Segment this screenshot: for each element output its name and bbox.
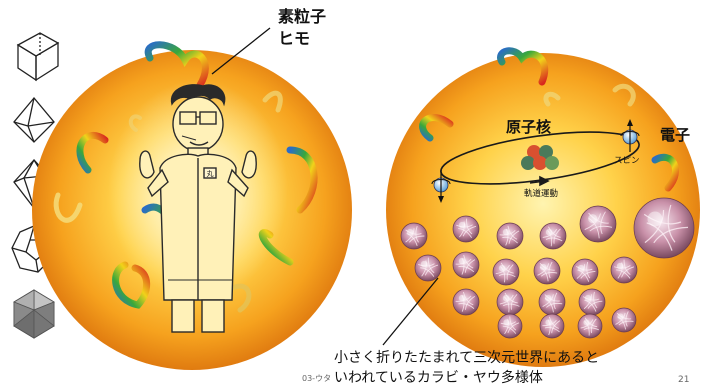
calabi-yau-manifold-grid	[400, 197, 695, 339]
spin-label: スピン	[614, 156, 640, 166]
calabi-yau-manifold	[452, 251, 480, 279]
caption-line-2: いわれているカラビ・ヤウ多様体	[334, 369, 543, 386]
svg-text:丸: 丸	[207, 169, 214, 178]
icosahedron-icon	[13, 289, 55, 339]
right-sphere	[382, 47, 700, 367]
nucleus-icon	[521, 145, 559, 170]
calabi-yau-manifold	[533, 257, 561, 285]
electron-label: 電子	[660, 126, 690, 144]
calabi-yau-manifold	[579, 205, 617, 243]
calabi-yau-manifold	[400, 222, 428, 250]
calabi-yau-manifold	[538, 288, 566, 316]
caption-line-1: 小さく折りたたまれて三次元世界にあると	[334, 350, 599, 366]
calabi-yau-manifold	[452, 288, 480, 316]
electron-left-icon	[431, 170, 451, 203]
left-sphere: 丸	[32, 27, 352, 370]
calabi-yau-manifold	[577, 313, 603, 339]
polyhedra-column	[11, 32, 60, 339]
octahedron-icon	[13, 96, 55, 143]
scientist-figure: 丸	[139, 84, 257, 333]
calabi-yau-manifold	[452, 215, 480, 243]
string-loops-right	[419, 47, 679, 192]
orbit-label: 軌道運動	[524, 188, 558, 199]
calabi-yau-manifold	[539, 313, 565, 339]
calabi-yau-manifold	[611, 307, 637, 333]
string-label: ヒモ	[278, 29, 310, 48]
nucleus-label: 原子核	[506, 118, 551, 136]
caption-pointer-line	[382, 277, 439, 346]
calabi-yau-manifold	[414, 254, 442, 282]
calabi-yau-manifold	[492, 258, 520, 286]
electron-right-icon	[620, 119, 640, 152]
cube-icon	[16, 32, 60, 82]
footer-left-text: 03-ウタ	[302, 374, 331, 383]
calabi-yau-manifold	[633, 197, 695, 259]
page-number: 21	[678, 375, 689, 385]
calabi-yau-manifold	[610, 256, 638, 284]
particle-pointer-line	[211, 27, 271, 75]
calabi-yau-manifold	[539, 222, 567, 250]
calabi-yau-manifold	[578, 288, 606, 316]
calabi-yau-manifold	[571, 258, 599, 286]
calabi-yau-manifold	[496, 288, 524, 316]
calabi-yau-manifold	[497, 313, 523, 339]
particle-label: 素粒子	[278, 7, 326, 26]
calabi-yau-manifold	[496, 222, 524, 250]
